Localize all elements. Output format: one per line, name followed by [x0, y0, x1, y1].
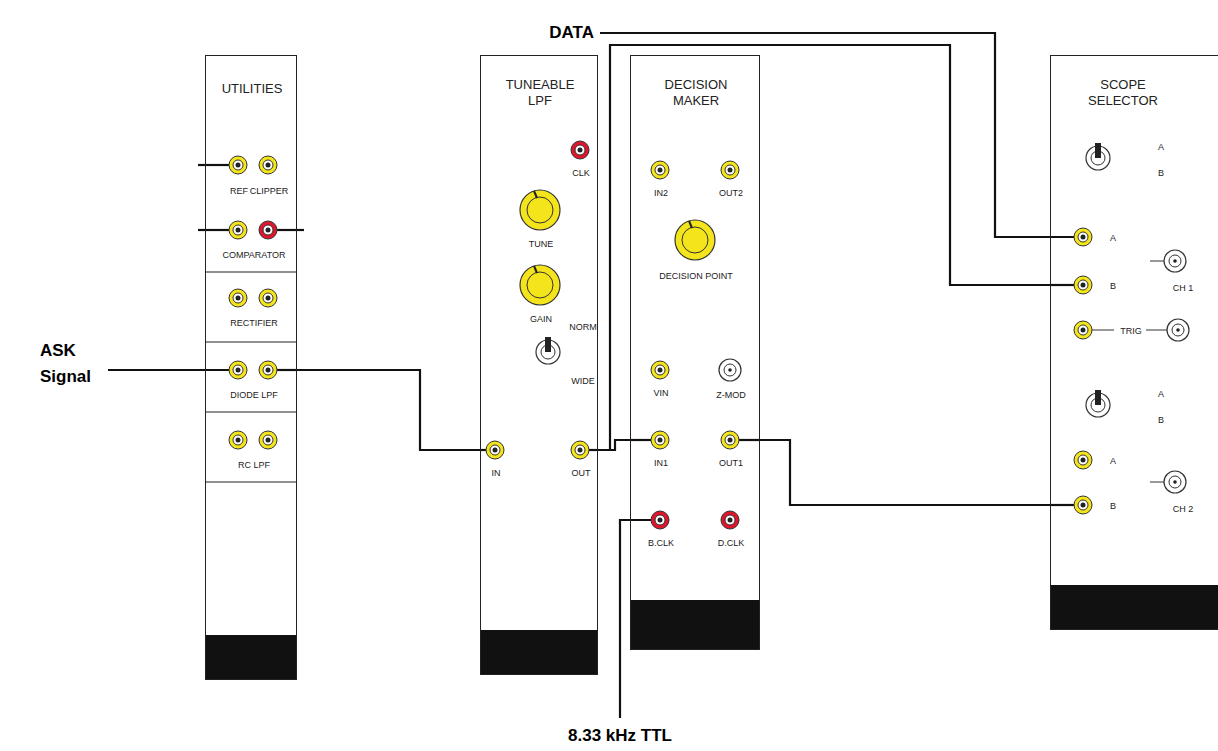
- socket: [259, 289, 277, 307]
- socket: [229, 156, 247, 174]
- socket-label: OUT: [572, 468, 591, 478]
- socket: [1074, 276, 1092, 294]
- socket-label: CH 2: [1173, 504, 1194, 514]
- panel-ground: [480, 55, 598, 675]
- bnc-socket: [719, 359, 741, 381]
- signal-label: 8.33 kHz TTL: [568, 726, 672, 746]
- selector-trace: [1092, 261, 1167, 482]
- socket: [259, 361, 277, 379]
- socket-label: B.CLK: [648, 538, 674, 548]
- socket-label: NORM: [569, 322, 597, 332]
- socket-label: IN2: [654, 188, 668, 198]
- socket: [229, 289, 247, 307]
- socket: [571, 441, 589, 459]
- socket: [259, 221, 277, 239]
- bnc-socket: [1167, 319, 1189, 341]
- socket-label: CH 1: [1173, 283, 1194, 293]
- socket: [1074, 321, 1092, 339]
- socket: [1074, 496, 1092, 514]
- socket: [1074, 228, 1092, 246]
- panel-title: UTILITIES: [204, 81, 300, 97]
- socket-label: RC LPF: [238, 460, 270, 470]
- socket-label: D.CLK: [718, 538, 745, 548]
- socket-label: IN1: [654, 458, 668, 468]
- socket-label: B: [1110, 281, 1116, 291]
- socket: [651, 511, 669, 529]
- socket-label: TUNE: [529, 239, 554, 249]
- module-panel: SCOPE SELECTOR A B A B CH 1 TRIG A B A B CH 2: [1050, 55, 1218, 630]
- bnc-socket: [1164, 471, 1186, 493]
- socket: [229, 221, 247, 239]
- signal-label: ASK Signal: [40, 338, 110, 390]
- socket-label: DIODE LPF: [230, 390, 278, 400]
- socket-label: DECISION POINT: [659, 271, 733, 281]
- socket-label: OUT2: [719, 188, 743, 198]
- socket-label: GAIN: [530, 314, 552, 324]
- panel-footer: [205, 635, 297, 680]
- patch-wire: [598, 45, 1050, 450]
- section-divider: [205, 272, 297, 482]
- panel-footer: [480, 630, 598, 675]
- socket-label: REF: [230, 186, 248, 196]
- patch-wire: [108, 33, 1074, 718]
- panel-ground: [1050, 55, 1218, 630]
- socket-label: B: [1158, 415, 1164, 425]
- socket-label: A: [1110, 456, 1116, 466]
- socket-label: A: [1158, 389, 1164, 399]
- socket-label: Z-MOD: [716, 390, 746, 400]
- socket: [721, 161, 739, 179]
- panel-title: DECISION MAKER: [648, 77, 744, 109]
- socket: [229, 361, 247, 379]
- socket: [229, 431, 247, 449]
- socket-label: TRIG: [1120, 326, 1142, 336]
- knob: [675, 220, 715, 260]
- signal-label: DATA: [549, 23, 594, 43]
- knob: [520, 265, 560, 305]
- socket-label: B: [1110, 501, 1116, 511]
- socket: [651, 431, 669, 449]
- socket-label: COMPARATOR: [222, 250, 285, 260]
- socket: [486, 441, 504, 459]
- module-panel: UTILITIES REFCLIPPER COMPARATOR RECTIFIER DI…: [205, 55, 297, 680]
- knob: [520, 190, 560, 230]
- socket-label: IN: [492, 468, 501, 478]
- panel-footer: [1050, 585, 1218, 630]
- socket: [721, 511, 739, 529]
- socket-label: A: [1158, 142, 1164, 152]
- toggle-switch: [1086, 390, 1110, 417]
- module-panel: DECISION MAKER IN2 OUT2DECISION POINT VIN Z-…: [630, 55, 760, 650]
- socket-label: OUT1: [719, 458, 743, 468]
- panel-ground: [205, 55, 297, 680]
- socket: [259, 431, 277, 449]
- socket: [1074, 451, 1092, 469]
- socket-label: A: [1110, 233, 1116, 243]
- toggle-switch: [1086, 143, 1110, 170]
- panel-ground: [630, 55, 760, 650]
- socket-label: RECTIFIER: [230, 318, 278, 328]
- socket-label: CLK: [572, 168, 590, 178]
- socket-label: WIDE: [571, 376, 595, 386]
- socket: [571, 141, 589, 159]
- panel-title: TUNEABLE LPF: [492, 77, 588, 109]
- socket-label: VIN: [653, 388, 668, 398]
- socket: [651, 161, 669, 179]
- socket: [651, 361, 669, 379]
- module-panel: TUNEABLE LPF CLK TUNE GAIN NORM WIDE IN OUT: [480, 55, 598, 675]
- panel-title: SCOPE SELECTOR: [1075, 77, 1171, 109]
- socket: [721, 431, 739, 449]
- panel-footer: [630, 600, 760, 650]
- patch-wire: [598, 440, 630, 450]
- socket-label: B: [1158, 168, 1164, 178]
- socket: [259, 156, 277, 174]
- toggle-switch: [536, 337, 560, 364]
- socket-label: CLIPPER: [250, 186, 289, 196]
- patch-wire: [297, 370, 480, 450]
- bnc-socket: [1164, 250, 1186, 272]
- patch-wire: [760, 440, 1050, 505]
